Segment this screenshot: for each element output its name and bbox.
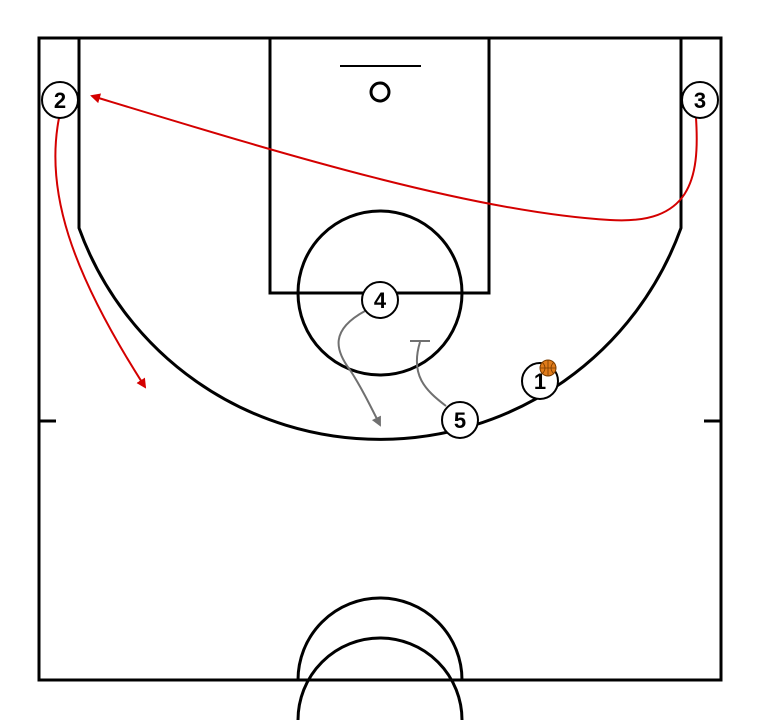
center-circle [296, 636, 464, 720]
play-actions [54, 93, 698, 427]
player-4-label: 4 [374, 288, 387, 313]
player-2-marker [41, 81, 79, 119]
player-4: 4 [361, 281, 399, 319]
court-lines [37, 36, 723, 720]
player-5-label: 5 [454, 408, 466, 433]
cut-path-player-4 [337, 310, 381, 427]
cut-path-player-2 [54, 117, 147, 389]
hoop [369, 81, 391, 103]
center-circle-lower [296, 596, 464, 681]
player-1-label: 1 [534, 369, 546, 394]
three-point-line [77, 38, 683, 441]
player-2-label: 2 [54, 88, 66, 113]
player-3: 3 [681, 81, 719, 119]
player-2: 2 [41, 81, 79, 119]
basketball-icon [539, 359, 557, 377]
player-5-marker [441, 401, 479, 439]
free-throw-circle [296, 209, 464, 377]
cut-path-player-3 [90, 93, 698, 222]
screen-path-player-5 [415, 341, 447, 407]
player-4-marker [361, 281, 399, 319]
player-3-marker [681, 81, 719, 119]
player-1: 1 [521, 359, 559, 400]
player-3-label: 3 [694, 88, 706, 113]
player-5: 5 [441, 401, 479, 439]
key-lane [268, 36, 491, 295]
court-boundary [37, 36, 723, 682]
